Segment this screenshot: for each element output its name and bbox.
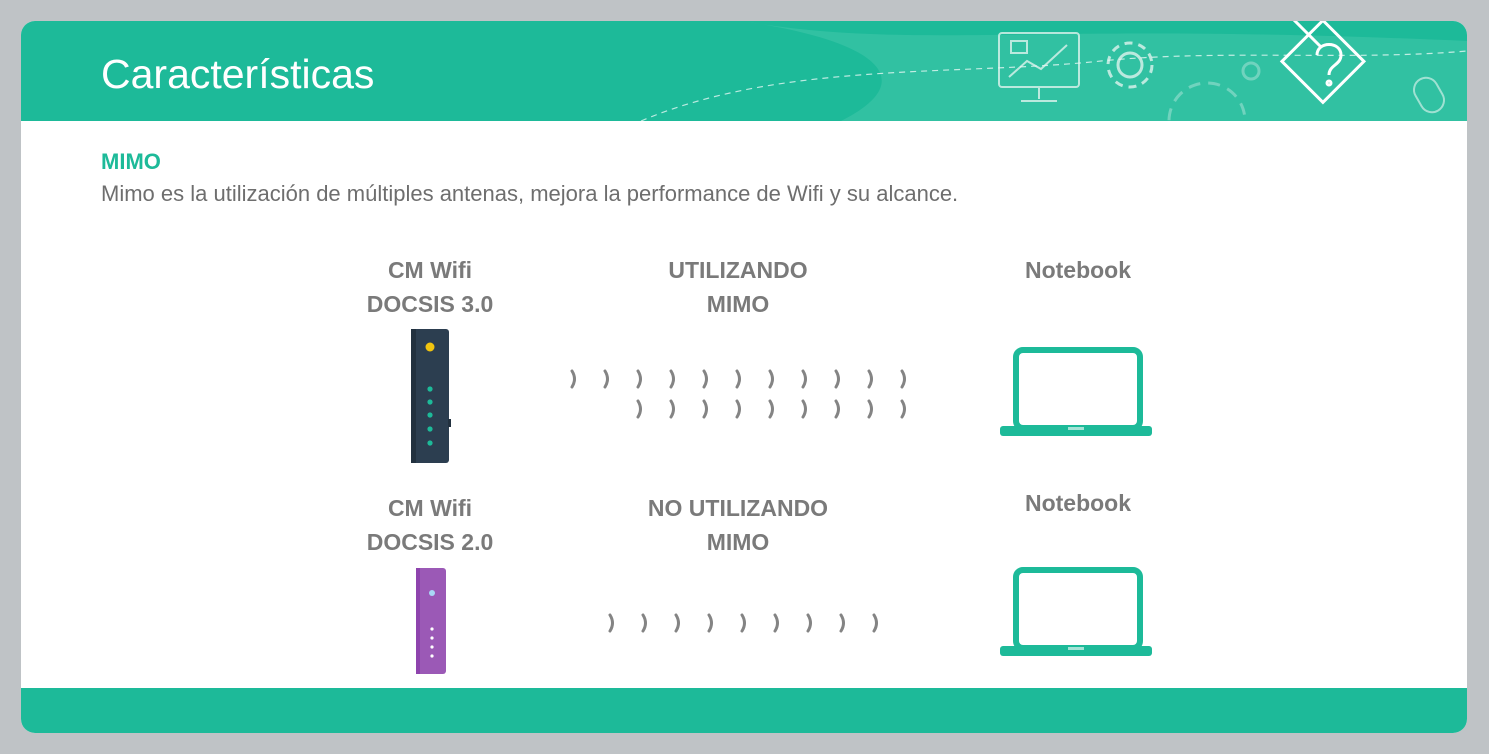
mode-label-no-mimo: NO UTILIZANDO MIMO (618, 491, 858, 559)
modem-label-line1: CM Wifi (387, 495, 473, 521)
cable-modem-docsis2-icon (416, 568, 446, 674)
notebook-icon (1000, 567, 1152, 656)
modem-label-line2: DOCSIS 3.0 (366, 291, 494, 317)
header-banner: Características (21, 21, 1467, 121)
mode-label-mimo: UTILIZANDO MIMO (618, 253, 858, 321)
slide: Características MIMO Mimo es la utilizac… (21, 21, 1467, 733)
notebook-label-1: Notebook (978, 253, 1178, 287)
modem-label-line2: DOCSIS 2.0 (366, 529, 494, 555)
notebook-icon (1000, 347, 1152, 436)
cable-modem-docsis3-icon (411, 329, 451, 463)
wifi-signal-waves-single (608, 613, 878, 633)
pencil-question-icon (1279, 21, 1367, 105)
section-title: MIMO (101, 149, 161, 174)
page-title: Características (101, 51, 375, 97)
mouse-icon (1413, 76, 1445, 114)
mode-label-line1: NO UTILIZANDO (647, 495, 829, 521)
monitor-chart-icon (998, 32, 1080, 102)
modem-label-docsis2: CM Wifi DOCSIS 2.0 (330, 491, 530, 559)
modem-label-line1: CM Wifi (387, 257, 473, 283)
wifi-signal-waves-mimo (570, 369, 906, 419)
mode-label-line2: MIMO (706, 529, 770, 555)
footer-bar (21, 688, 1467, 733)
mode-label-line1: UTILIZANDO (668, 257, 808, 283)
header-decoration (640, 21, 1467, 121)
notebook-label-text: Notebook (1024, 257, 1132, 283)
gear-icon (1106, 41, 1154, 89)
notebook-label-text: Notebook (1024, 490, 1132, 516)
mode-label-line2: MIMO (706, 291, 770, 317)
section-description: Mimo es la utilización de múltiples ante… (101, 181, 959, 206)
notebook-label-2: Notebook (978, 486, 1178, 520)
modem-label-docsis3: CM Wifi DOCSIS 3.0 (330, 253, 530, 321)
